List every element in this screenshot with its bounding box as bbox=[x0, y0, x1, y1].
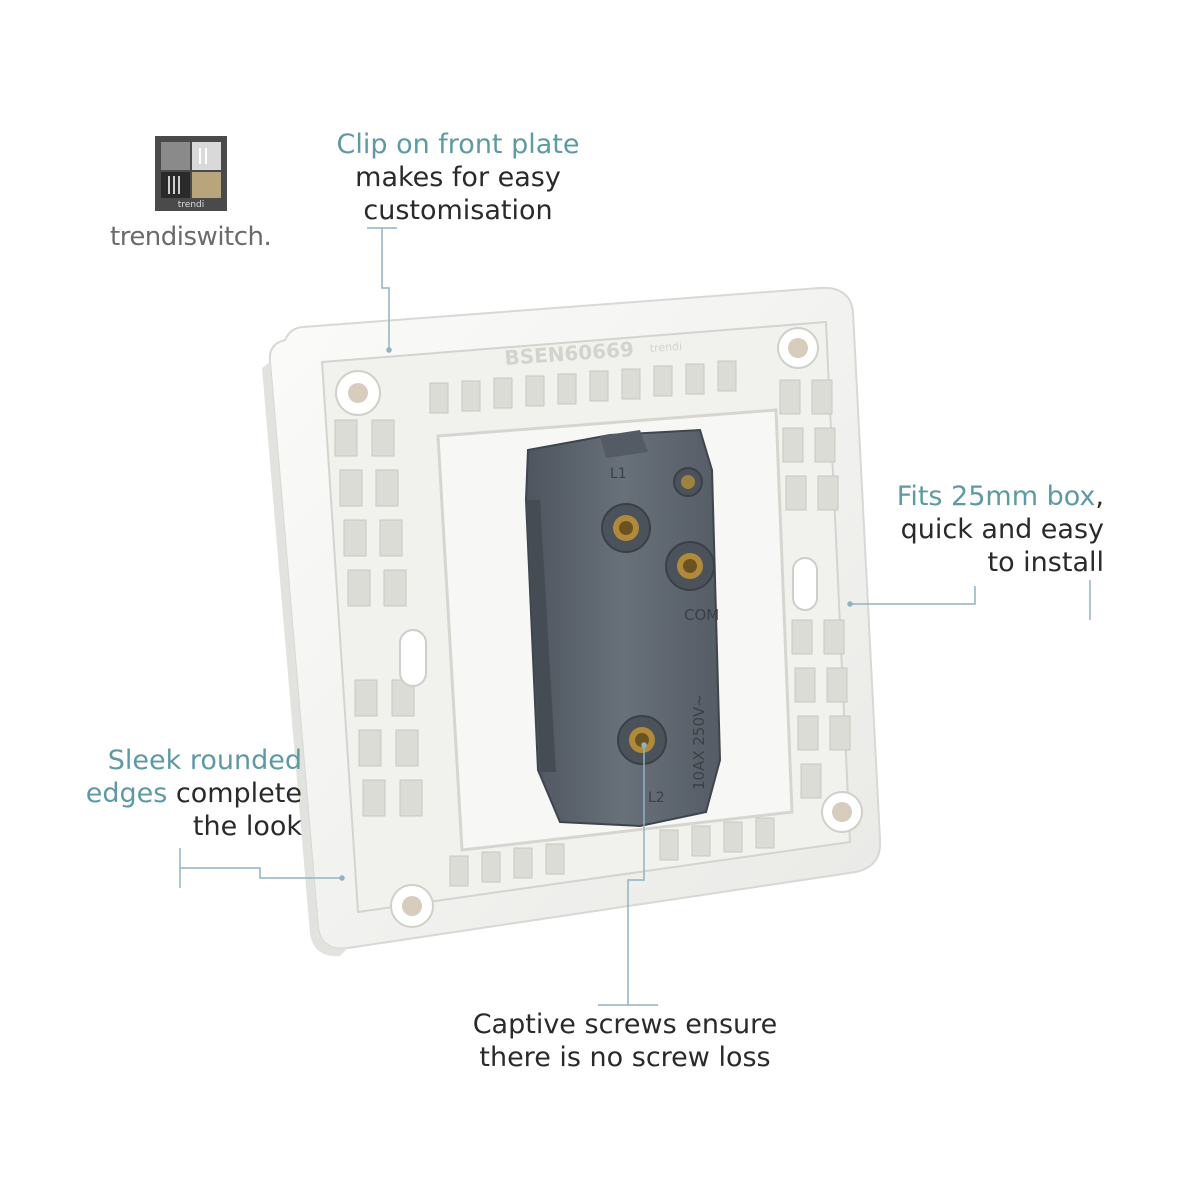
callout-box-line2: quick and easy bbox=[900, 514, 1104, 545]
terminal-com-label: COM bbox=[684, 606, 719, 624]
callout-edges-rest2: complete bbox=[167, 778, 302, 809]
mounting-holes bbox=[335, 327, 863, 928]
terminal-l1-label: L1 bbox=[610, 466, 627, 482]
brand-name-text: trendiswitch bbox=[110, 222, 264, 252]
switch-mechanism bbox=[524, 428, 722, 828]
callout-box-title: Fits 25mm box bbox=[896, 481, 1096, 512]
callout-captive-screws: Captive screws ensure there is no screw … bbox=[460, 1008, 790, 1074]
callout-fits-box: Fits 25mm box, quick and easy to install bbox=[880, 480, 1104, 579]
brand-name-suffix: . bbox=[263, 222, 272, 252]
callout-edges-accent2: edges bbox=[85, 778, 168, 809]
logo-text: trendi bbox=[178, 200, 205, 210]
callout-clip-line2: makes for easy bbox=[355, 162, 561, 193]
brand-name: trendiswitch. bbox=[110, 222, 272, 252]
callout-screws-line1: Captive screws ensure bbox=[472, 1009, 778, 1040]
callout-edges-line1: Sleek rounded bbox=[107, 745, 302, 776]
callout-rounded-edges: Sleek rounded edges complete the look bbox=[80, 744, 302, 843]
trendi-logo-icon: trendi bbox=[155, 136, 227, 211]
callout-screws-line2: there is no screw loss bbox=[479, 1042, 771, 1073]
rating-label: 10AX 250V~ bbox=[690, 694, 708, 790]
callout-clip-title: Clip on front plate bbox=[336, 129, 580, 160]
rib-grid bbox=[334, 360, 851, 887]
callout-box-line3: to install bbox=[987, 547, 1104, 578]
brand-marking: trendi bbox=[649, 340, 682, 355]
callout-clip-line3: customisation bbox=[363, 195, 553, 226]
terminal-l2-label: L2 bbox=[648, 790, 665, 806]
callout-box-comma: , bbox=[1095, 481, 1104, 512]
leader-lines bbox=[179, 227, 1091, 1006]
callout-clip-on-plate: Clip on front plate makes for easy custo… bbox=[330, 128, 586, 227]
callout-edges-line3: the look bbox=[192, 811, 302, 842]
